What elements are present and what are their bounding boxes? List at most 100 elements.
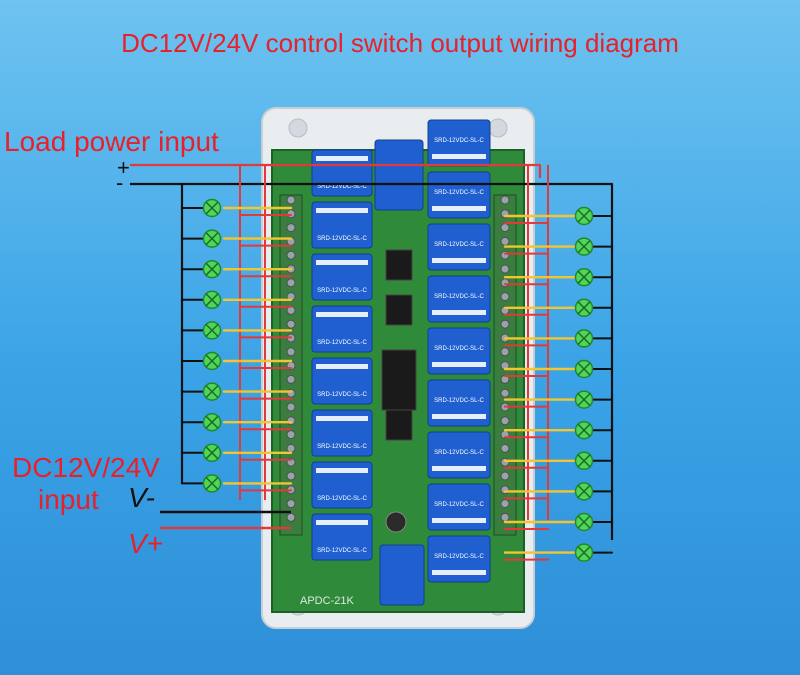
terminal-icon (500, 512, 510, 522)
terminal-icon (286, 416, 296, 426)
relay-stripe (316, 312, 368, 317)
v-minus-label: V- (128, 482, 155, 513)
relay-body (311, 305, 373, 353)
terminal-icon (286, 347, 296, 357)
terminal-icon (500, 457, 510, 467)
terminal-icon (286, 209, 296, 219)
relay-icon: SRD-12VDC-SL-C (311, 461, 373, 509)
relay-marking: SRD-12VDC-SL-C (317, 340, 367, 346)
lamp-cross (577, 240, 591, 254)
relay-icon: SRD-12VDC-SL-C (427, 327, 491, 375)
relay-stripe (316, 468, 368, 473)
ic-chip (385, 409, 413, 441)
lamp-cross (577, 454, 591, 468)
lamp-icon (574, 206, 594, 226)
relay-icon: SRD-12VDC-SL-C (427, 535, 491, 583)
terminal-icon (500, 278, 510, 288)
relay-icon: SRD-12VDC-SL-C (427, 379, 491, 427)
terminal-icon (286, 319, 296, 329)
lamp-icon (202, 443, 222, 463)
lamp-icon (574, 451, 594, 471)
relay-icon: SRD-12VDC-SL-C (311, 305, 373, 353)
terminal-icon (286, 374, 296, 384)
lamp-cross (205, 415, 219, 429)
load-plus-label: + (117, 155, 130, 180)
load-minus-label: - (116, 170, 124, 195)
v-plus-label: V+ (128, 528, 164, 559)
lamp-icon (574, 482, 594, 501)
relay-stripe (316, 260, 368, 265)
terminal-icon (286, 430, 296, 440)
terminal-icon (500, 471, 510, 481)
load-power-label: Load power input (4, 126, 219, 157)
terminal-icon (500, 195, 510, 205)
lamp-icon (202, 412, 222, 432)
mount-hole (488, 118, 508, 138)
relay-marking: SRD-12VDC-SL-C (317, 288, 367, 294)
lamp-icon (202, 259, 222, 279)
lamp-cross (577, 301, 591, 315)
relay-stripe (316, 416, 368, 421)
relay-icon: SRD-12VDC-SL-C (427, 223, 491, 271)
load-positive-wire (130, 163, 542, 178)
relay-marking: SRD-12VDC-SL-C (317, 444, 367, 450)
lamp-cross (577, 546, 591, 560)
lamp-cross (577, 209, 591, 223)
pcb-label: APDC-21K (300, 595, 354, 607)
lamp-icon (574, 420, 594, 440)
lamp-cross (577, 393, 591, 407)
relay-stripe (316, 520, 368, 525)
terminal-icon (500, 388, 510, 398)
relay-marking: SRD-12VDC-SL-C (434, 138, 484, 144)
relay-marking: SRD-12VDC-SL-C (317, 184, 367, 190)
relay-stripe (432, 414, 486, 419)
relay-stripe (432, 206, 486, 211)
relay-stripe (316, 156, 368, 161)
lamp-cross (205, 262, 219, 276)
relay-icon: SRD-12VDC-SL-C (311, 409, 373, 457)
lamp-cross (577, 270, 591, 284)
control-input-label: DC12V/24V (12, 452, 160, 483)
lamp-icon (202, 198, 222, 218)
relay-body (311, 253, 373, 301)
lamp-icon (574, 512, 594, 532)
ic-chip (385, 294, 413, 326)
relay-stripe (316, 208, 368, 213)
lamp-cross (205, 476, 219, 490)
lamp-icon (574, 298, 594, 318)
lamp-icon (202, 290, 222, 310)
lamp-cross (205, 232, 219, 246)
lamp-icon (574, 267, 594, 287)
ic-chip (381, 349, 417, 411)
relay-stripe (432, 570, 486, 575)
relay-body (311, 461, 373, 509)
lamp-cross (577, 331, 591, 345)
terminal-icon (500, 223, 510, 233)
lamp-icon (202, 382, 222, 401)
relay-icon: SRD-12VDC-SL-C (427, 275, 491, 323)
relay-body (311, 357, 373, 405)
terminal-icon (286, 195, 296, 205)
terminal-icon (286, 471, 296, 481)
relay-icon: SRD-12VDC-SL-C (311, 149, 373, 197)
lamp-icon (202, 474, 222, 493)
relay-marking: SRD-12VDC-SL-C (317, 236, 367, 242)
relay-marking: SRD-12VDC-SL-C (434, 398, 484, 404)
relay-stripe (432, 466, 486, 471)
terminal-icon (500, 319, 510, 329)
relay-stripe (432, 154, 486, 159)
lamp-cross (205, 201, 219, 215)
relay-icon: SRD-12VDC-SL-C (427, 171, 491, 219)
terminal-icon (286, 250, 296, 260)
relay-icon: SRD-12VDC-SL-C (427, 431, 491, 479)
terminal-icon (286, 223, 296, 233)
terminal-icon (500, 499, 510, 509)
lamp-cross (577, 423, 591, 437)
lamp-cross (577, 362, 591, 376)
relay-stripe (432, 310, 486, 315)
terminal-icon (286, 512, 296, 522)
lamp-icon (202, 229, 222, 248)
terminal-icon (500, 443, 510, 453)
